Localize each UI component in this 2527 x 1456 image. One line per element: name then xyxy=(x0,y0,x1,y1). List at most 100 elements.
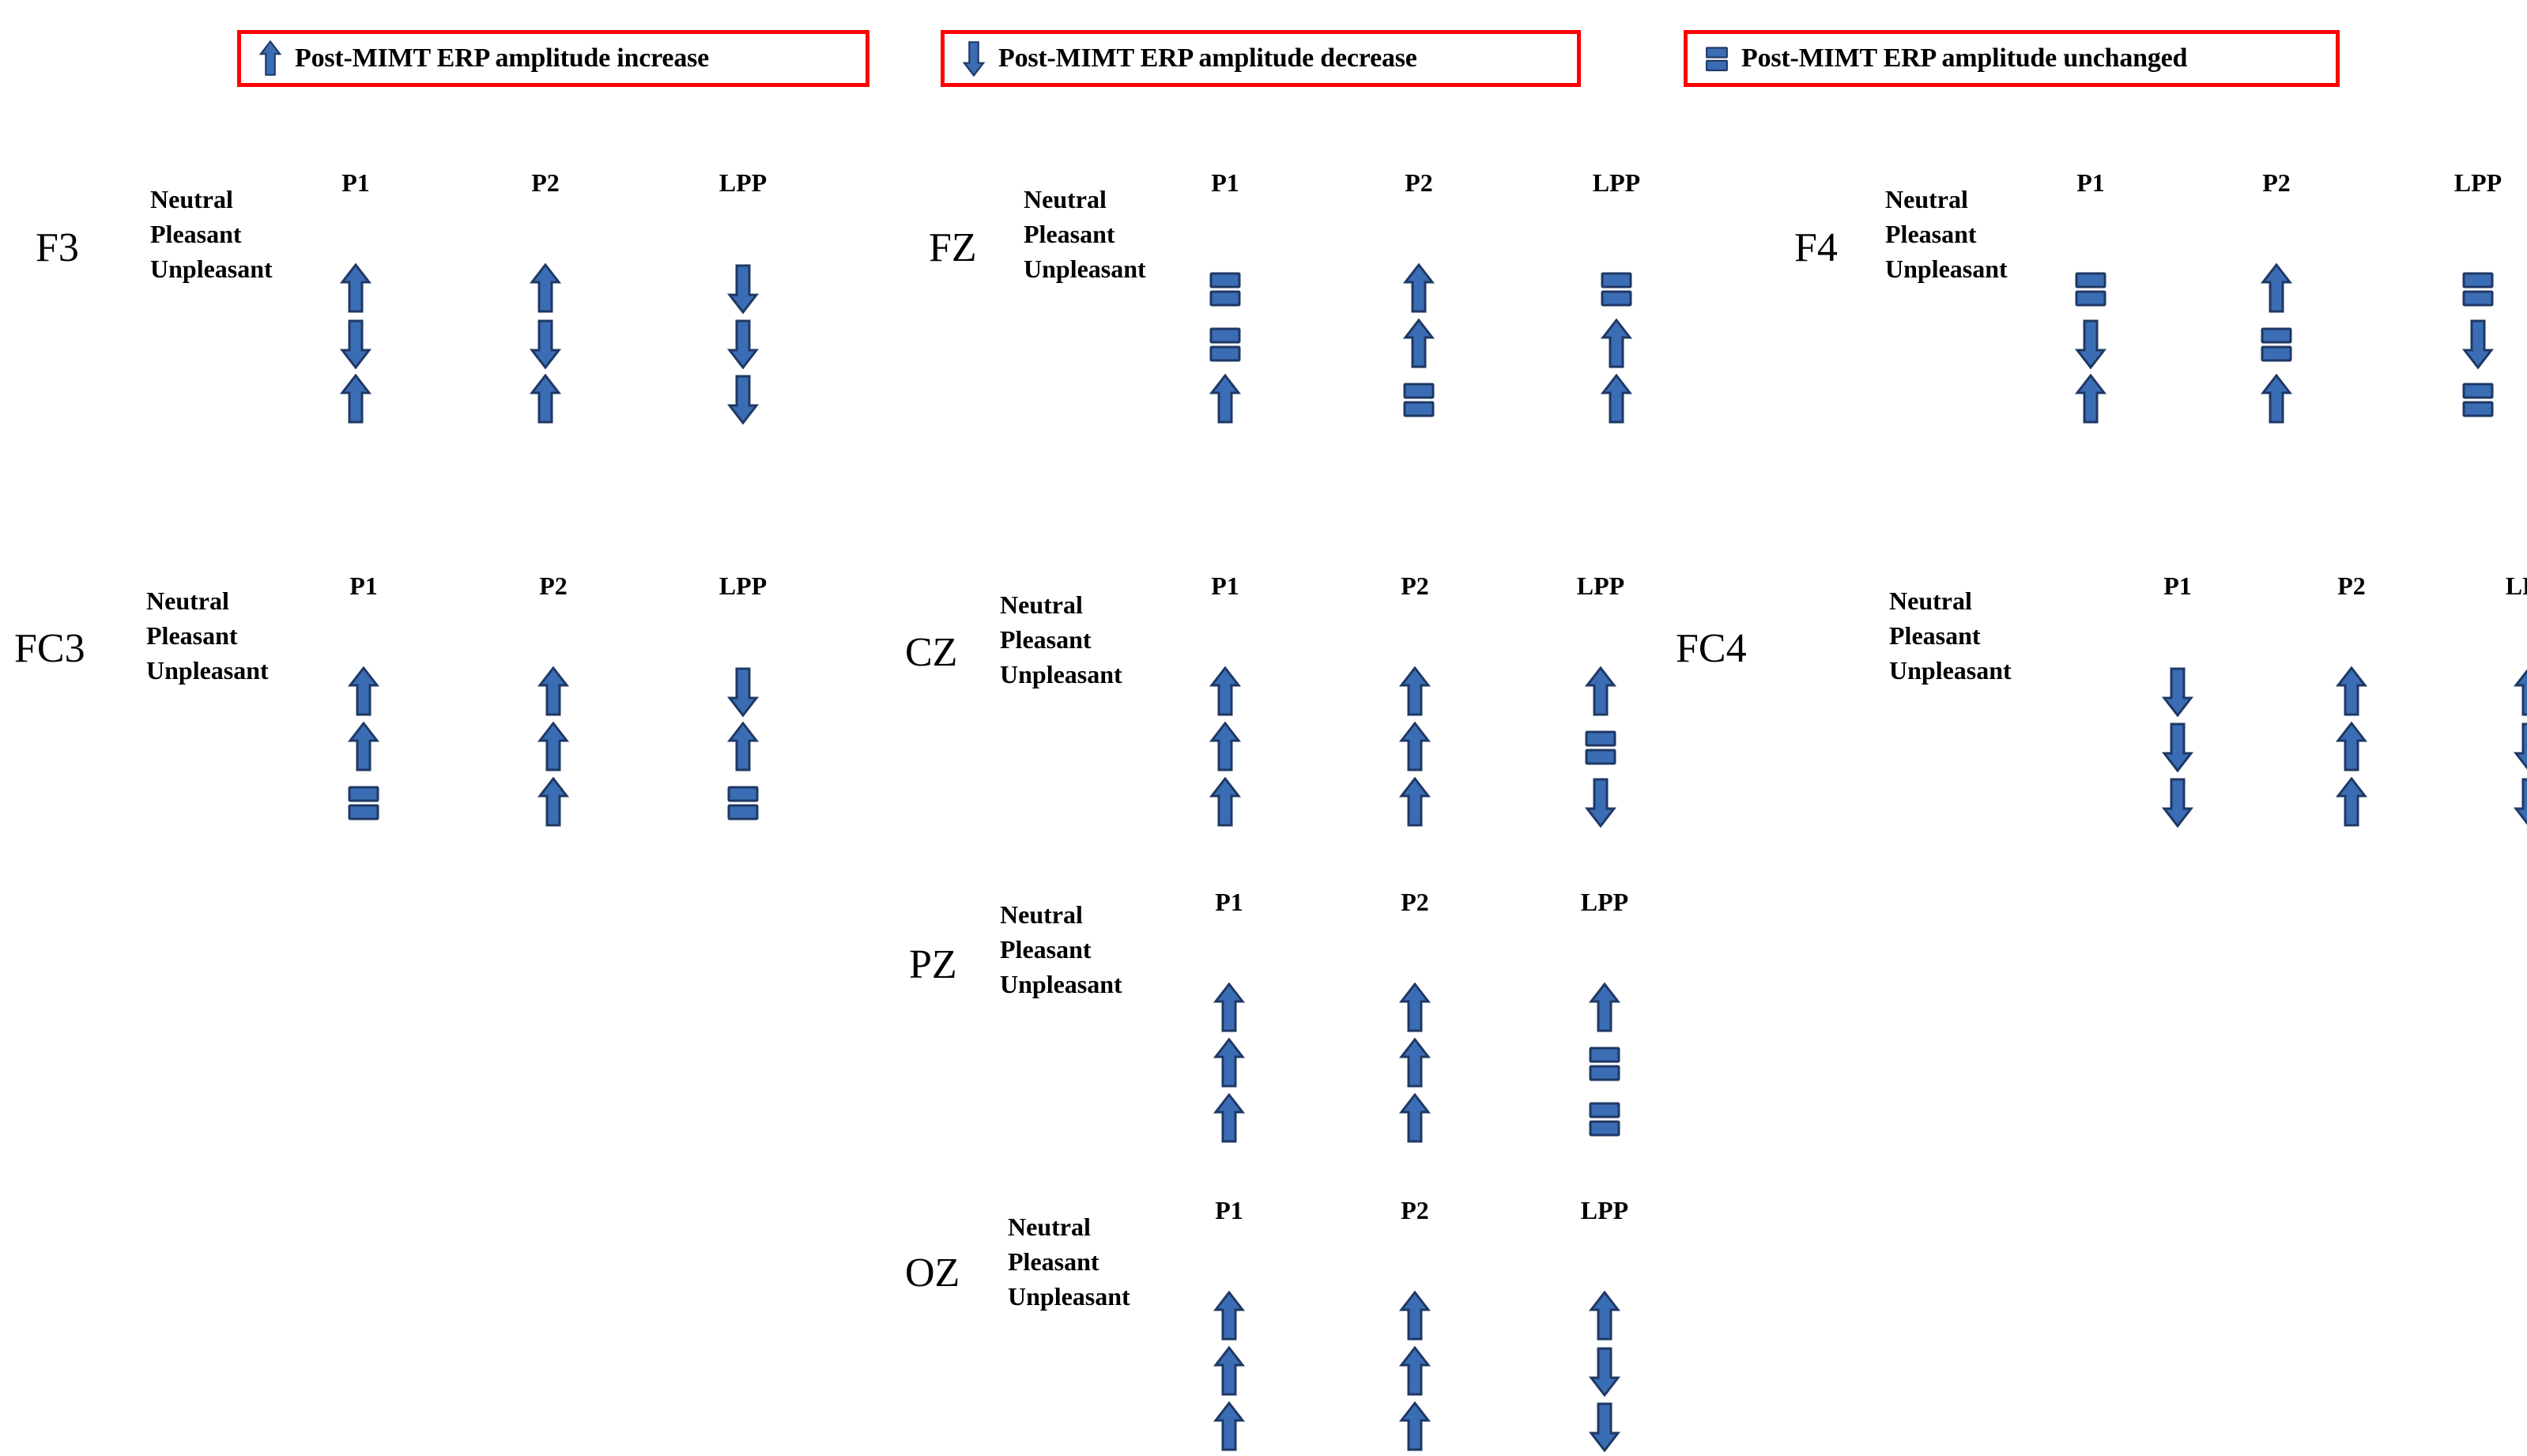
condition-label-neutral: Neutral xyxy=(1000,590,1083,619)
condition-label-neutral: Neutral xyxy=(1885,185,1968,213)
arrow-up-icon xyxy=(1209,374,1242,424)
cell-oz-p1-unpleasant xyxy=(1213,1401,1246,1452)
arrow-up-icon xyxy=(537,722,570,772)
arrow-down-icon xyxy=(1584,777,1617,828)
arrow-up-icon xyxy=(1600,374,1633,424)
cell-f3-p1-pleasant xyxy=(339,319,372,369)
column-header-p2: P2 xyxy=(1401,888,1429,916)
cell-f4-p2-neutral xyxy=(2260,263,2293,314)
legend-label-increase: Post-MIMT ERP amplitude increase xyxy=(295,43,710,73)
arrow-up-icon xyxy=(1213,1093,1246,1144)
equals-icon xyxy=(1209,319,1242,369)
equals-icon xyxy=(2461,374,2495,424)
cell-cz-p2-neutral xyxy=(1398,666,1431,717)
arrow-up-icon xyxy=(1398,666,1431,717)
cell-fc4-p1-unpleasant xyxy=(2161,777,2194,828)
arrow-up-icon xyxy=(1213,1291,1246,1341)
arrow-down-icon xyxy=(2161,722,2194,772)
arrow-up-icon xyxy=(726,722,760,772)
cell-fc3-lpp-unpleasant xyxy=(726,777,760,828)
legend-item-increase: Post-MIMT ERP amplitude increase xyxy=(237,30,869,87)
arrow-up-icon xyxy=(1398,777,1431,828)
cell-fz-lpp-neutral xyxy=(1600,263,1633,314)
column-header-p1: P1 xyxy=(2163,571,2192,600)
cell-oz-p2-neutral xyxy=(1398,1291,1431,1341)
arrow-up-icon xyxy=(2260,374,2293,424)
arrow-up-icon xyxy=(2335,722,2368,772)
cell-fc3-p2-neutral xyxy=(537,666,570,717)
arrow-down-icon xyxy=(726,319,760,369)
equals-icon xyxy=(1584,722,1617,772)
arrow-up-icon xyxy=(2335,777,2368,828)
cell-fc4-lpp-neutral xyxy=(2513,666,2527,717)
equals-icon xyxy=(347,777,380,828)
cell-fz-p2-pleasant xyxy=(1402,319,1435,369)
arrow-up-icon xyxy=(1209,722,1242,772)
arrow-up-icon xyxy=(1213,1401,1246,1452)
equals-icon xyxy=(1705,40,1729,77)
cell-fc4-lpp-unpleasant xyxy=(2513,777,2527,828)
column-header-p1: P1 xyxy=(1215,1196,1243,1224)
arrow-up-icon xyxy=(537,666,570,717)
cell-fc3-p2-unpleasant xyxy=(537,777,570,828)
column-header-p2: P2 xyxy=(539,571,568,600)
electrode-label-f3: F3 xyxy=(36,225,79,270)
column-header-p2: P2 xyxy=(1405,168,1433,197)
condition-label-pleasant: Pleasant xyxy=(1000,625,1092,654)
condition-label-unpleasant: Unpleasant xyxy=(1024,255,1146,283)
column-header-lpp: LPP xyxy=(718,571,768,600)
column-header-p1: P1 xyxy=(1215,888,1243,916)
condition-label-unpleasant: Unpleasant xyxy=(1000,970,1122,998)
condition-label-pleasant: Pleasant xyxy=(1885,220,1977,248)
arrow-down-icon xyxy=(2161,666,2194,717)
arrow-down-icon xyxy=(726,374,760,424)
cell-cz-p1-unpleasant xyxy=(1209,777,1242,828)
column-header-lpp: LPP xyxy=(1592,168,1641,197)
cell-oz-lpp-pleasant xyxy=(1588,1346,1621,1397)
arrow-down-icon xyxy=(2161,777,2194,828)
arrow-down-icon xyxy=(339,319,372,369)
arrow-up-icon xyxy=(347,666,380,717)
cell-cz-p2-pleasant xyxy=(1398,722,1431,772)
condition-label-unpleasant: Unpleasant xyxy=(146,656,269,685)
arrow-up-icon xyxy=(2335,666,2368,717)
condition-label-pleasant: Pleasant xyxy=(1008,1247,1099,1276)
cell-fz-p1-unpleasant xyxy=(1209,374,1242,424)
electrode-label-cz: CZ xyxy=(905,630,958,675)
legend-item-decrease: Post-MIMT ERP amplitude decrease xyxy=(941,30,1581,87)
cell-fc3-p1-unpleasant xyxy=(347,777,380,828)
column-header-p1: P1 xyxy=(2076,168,2105,197)
condition-label-unpleasant: Unpleasant xyxy=(1885,255,2008,283)
arrow-up-icon xyxy=(2074,374,2107,424)
column-header-p2: P2 xyxy=(2337,571,2366,600)
cell-cz-lpp-neutral xyxy=(1584,666,1617,717)
cell-f3-p2-pleasant xyxy=(529,319,562,369)
cell-oz-p1-neutral xyxy=(1213,1291,1246,1341)
arrow-down-icon xyxy=(962,40,986,77)
cell-fz-p1-neutral xyxy=(1209,263,1242,314)
electrode-label-fc4: FC4 xyxy=(1676,626,1747,671)
equals-icon xyxy=(2260,319,2293,369)
electrode-label-f4: F4 xyxy=(1794,225,1838,270)
legend: Post-MIMT ERP amplitude increase Post-MI… xyxy=(0,30,2527,87)
column-header-p2: P2 xyxy=(2262,168,2291,197)
column-header-p1: P1 xyxy=(349,571,378,600)
cell-fc4-p2-pleasant xyxy=(2335,722,2368,772)
cell-fz-lpp-unpleasant xyxy=(1600,374,1633,424)
cell-f3-p2-neutral xyxy=(529,263,562,314)
equals-icon xyxy=(2461,263,2495,314)
cell-fc4-p1-pleasant xyxy=(2161,722,2194,772)
column-header-p2: P2 xyxy=(1401,571,1429,600)
cell-fc4-p1-neutral xyxy=(2161,666,2194,717)
arrow-up-icon xyxy=(1398,1401,1431,1452)
equals-icon xyxy=(1600,263,1633,314)
condition-label-neutral: Neutral xyxy=(1889,587,1972,615)
condition-label-neutral: Neutral xyxy=(146,587,229,615)
arrow-up-icon xyxy=(529,374,562,424)
cell-pz-p1-pleasant xyxy=(1213,1038,1246,1088)
condition-label-unpleasant: Unpleasant xyxy=(150,255,273,283)
condition-label-neutral: Neutral xyxy=(1008,1213,1091,1241)
